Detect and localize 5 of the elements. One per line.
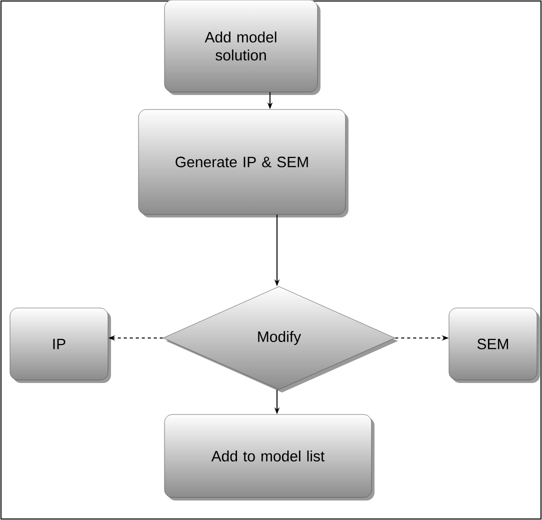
process-box: SEM xyxy=(448,308,540,383)
process-box: Add model solution xyxy=(164,0,320,95)
process-box: Generate IP & SEM xyxy=(138,109,348,218)
process-box: Add to model list xyxy=(164,414,374,500)
process-box: IP xyxy=(10,308,111,383)
